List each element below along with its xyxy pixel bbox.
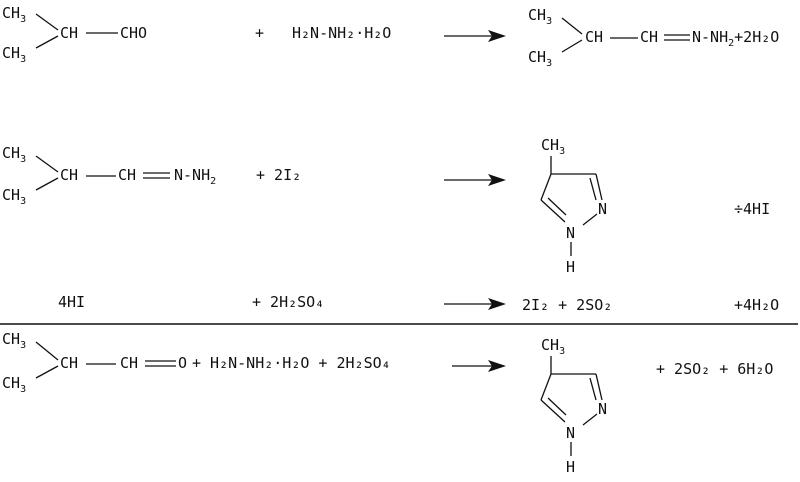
- methyl-label: CH3: [528, 48, 552, 69]
- oxygen-label: O: [178, 354, 187, 372]
- bond: [540, 199, 566, 223]
- methyl-label: CH3: [541, 336, 565, 357]
- methyl-label: CH3: [2, 374, 26, 395]
- ring-nitrogen: N: [566, 424, 575, 442]
- bond: [35, 155, 59, 173]
- iodine-reagent: + 2I₂: [256, 166, 301, 184]
- hydrazone-tail: N-NH2: [174, 166, 216, 187]
- reaction-3: 4HI + 2H₂SO₄ 2I₂ + 2SO₂ +4H₂O: [58, 293, 779, 314]
- reaction-arrow: [444, 298, 506, 310]
- hydrogen-iodide: ÷4HI: [734, 200, 770, 218]
- bond: [540, 373, 552, 401]
- bond: [35, 35, 59, 49]
- reaction-2: CH3 CH3 CH CH N-NH2 + 2I₂ CH3: [2, 136, 770, 276]
- bond: [35, 13, 59, 31]
- hydrazone-tail: N-NH2+2H₂O: [692, 28, 779, 49]
- bond: [595, 373, 603, 401]
- bond: [595, 173, 603, 201]
- ring-nitrogen: N: [598, 200, 607, 218]
- methyl-label: CH3: [528, 6, 552, 27]
- ring-nitrogen: N: [566, 224, 575, 242]
- overall-reagents: + H₂N-NH₂·H₂O + 2H₂SO₄: [192, 354, 391, 372]
- isobutyraldehyde: CH3 CH3 CH CH O: [2, 330, 187, 395]
- hydrogen-label: H: [566, 458, 575, 476]
- reaction-arrow: [444, 30, 506, 42]
- ring-nitrogen: N: [598, 400, 607, 418]
- hydrazone: CH3 CH3 CH CH N-NH2+2H₂O: [528, 6, 779, 69]
- methyl-label: CH3: [2, 186, 26, 207]
- bond: [35, 365, 59, 379]
- methyl-label: CH3: [2, 44, 26, 65]
- methine-label: CH: [60, 354, 78, 372]
- bond: [540, 173, 552, 201]
- methyl-label: CH3: [541, 136, 565, 157]
- methylpyrazole: CH3 N N H: [540, 336, 607, 476]
- overall-byproducts: + 2SO₂ + 6H₂O: [656, 360, 773, 378]
- double-bond: [547, 197, 567, 216]
- hydrazone: CH3 CH3 CH CH N-NH2: [2, 144, 216, 207]
- isobutyraldehyde: CH3 CH3 CH CHO: [2, 4, 147, 65]
- double-bond: [547, 397, 567, 416]
- reaction-products: 2I₂ + 2SO₂: [522, 296, 612, 314]
- bond: [561, 39, 583, 53]
- hydrogen-label: H: [566, 258, 575, 276]
- methine-label: CH: [640, 28, 658, 46]
- methyl-label: CH3: [2, 4, 26, 25]
- plus-sign: +: [255, 24, 264, 42]
- methyl-label: CH3: [2, 330, 26, 351]
- water-product: +4H₂O: [734, 296, 779, 314]
- methine-label: CH: [60, 166, 78, 184]
- bond: [35, 177, 59, 191]
- bond: [561, 17, 583, 35]
- methine-label: CH: [120, 354, 138, 372]
- reaction-arrow: [452, 360, 506, 372]
- reaction-1: CH3 CH3 CH CHO + H₂N-NH₂·H₂O CH3 CH3 CH …: [2, 4, 779, 69]
- bond: [582, 413, 598, 426]
- bond: [582, 213, 598, 226]
- methylpyrazole: CH3 N N H: [540, 136, 607, 276]
- aldehyde-label: CHO: [120, 24, 147, 42]
- methyl-label: CH3: [2, 144, 26, 165]
- methine-label: CH: [60, 24, 78, 42]
- bond: [540, 399, 566, 423]
- double-bond: [589, 177, 597, 201]
- methine-label: CH: [585, 28, 603, 46]
- reaction-arrow: [444, 174, 506, 186]
- overall-reaction: CH3 CH3 CH CH O + H₂N-NH₂·H₂O + 2H₂SO₄ C…: [2, 330, 773, 476]
- hydrazine-hydrate: H₂N-NH₂·H₂O: [292, 24, 391, 42]
- sulfuric-acid: + 2H₂SO₄: [252, 293, 324, 311]
- double-bond: [589, 377, 597, 401]
- bond: [35, 341, 59, 361]
- hydrogen-iodide: 4HI: [58, 293, 85, 311]
- methine-label: CH: [118, 166, 136, 184]
